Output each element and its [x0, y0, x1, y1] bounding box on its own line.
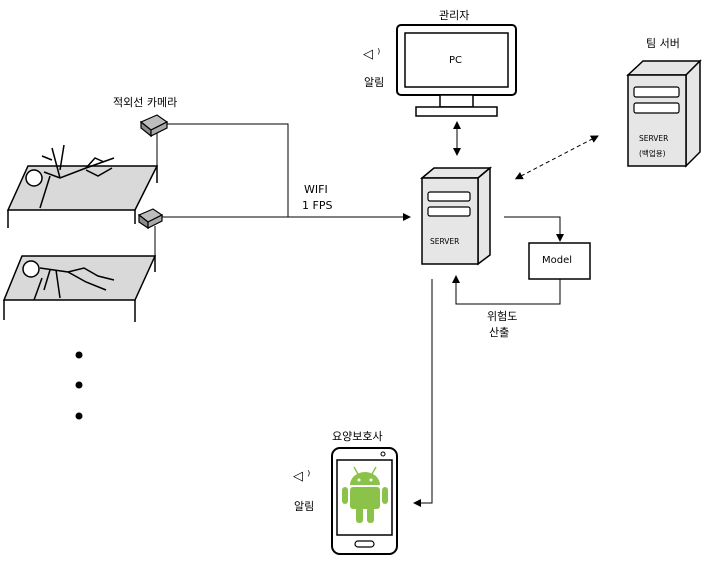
risk-label-line1: 위험도: [487, 310, 518, 323]
bed-2: [2, 255, 157, 322]
wifi-label: WIFI: [304, 183, 328, 196]
pc-monitor: [396, 24, 517, 117]
backup-sync-arrow: [514, 135, 599, 180]
ir-camera-1: [139, 114, 169, 166]
team-server-icon: [626, 59, 702, 168]
main-server-icon: [419, 166, 493, 266]
admin-label: 관리자: [439, 9, 470, 22]
model-to-server-arrow: [452, 275, 561, 305]
alarm-bottom-label: 알림: [294, 500, 315, 513]
model-label: Model: [542, 255, 573, 266]
team-server-label: 팀 서버: [646, 37, 680, 50]
ellipsis-dot-3: [75, 412, 83, 420]
speaker-icon-top: ◁ ⁾: [363, 47, 381, 62]
main-server-text: SERVER: [430, 237, 460, 246]
model-box: [528, 242, 591, 280]
risk-label-line2: 산출: [489, 326, 510, 339]
android-logo-icon: [342, 466, 388, 523]
fps-label: 1 FPS: [302, 199, 333, 212]
server-to-phone-arrow: [413, 279, 433, 507]
caregiver-label: 요양보호사: [332, 430, 383, 443]
backup-purpose-text: (백업용): [639, 149, 666, 158]
ellipsis-dot-2: [75, 381, 83, 389]
ir-camera-2: [137, 208, 164, 256]
bed-1: [6, 144, 159, 228]
alarm-top-label: 알림: [364, 76, 385, 89]
server-to-model-arrow: [504, 216, 564, 242]
backup-server-text: SERVER: [639, 134, 669, 143]
pc-label: PC: [449, 55, 463, 66]
speaker-icon-bottom: ◁ ⁾: [293, 469, 311, 484]
ir-camera-label: 적외선 카메라: [113, 96, 178, 109]
camera-1-link: [167, 123, 289, 217]
ellipsis-dot-1: [75, 351, 83, 359]
